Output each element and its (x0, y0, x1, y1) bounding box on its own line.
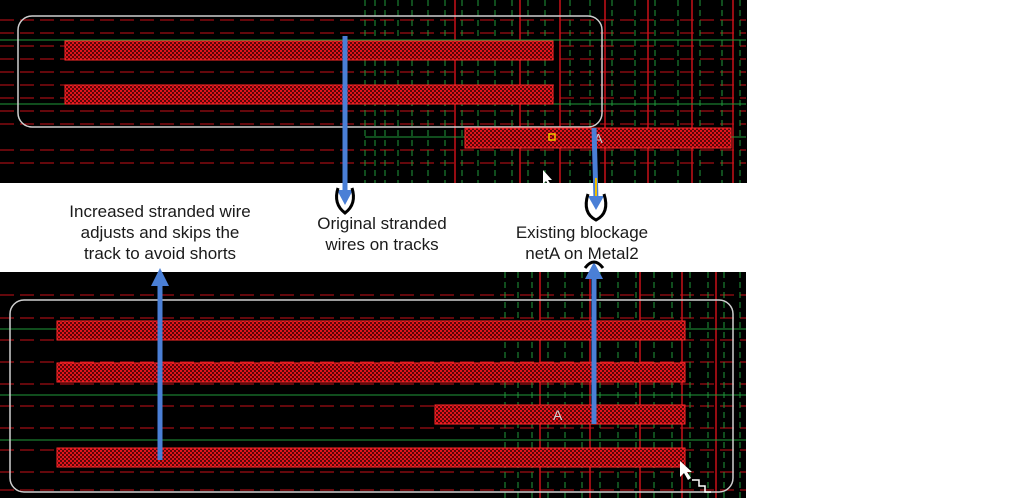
top-blockage-net-a (464, 127, 732, 149)
arrow-original-stranded (335, 36, 355, 215)
bottom-pin-label: A (553, 407, 563, 423)
bottom-selection-outline (9, 299, 734, 493)
annotation-increased-stranded-wire: Increased stranded wire adjusts and skip… (69, 202, 251, 263)
top-stranded-wire-2 (64, 84, 554, 105)
arrow-existing-blockage-top (584, 127, 608, 222)
bottom-stranded-wire-1 (56, 320, 686, 341)
bottom-stranded-wire-2 (56, 362, 686, 383)
bottom-stair-icon (692, 479, 711, 493)
top-pin-label: A (594, 131, 603, 146)
top-cursor-icon (543, 170, 552, 186)
annotation-original-stranded-wires: Original stranded wires on tracks (317, 214, 447, 254)
annotation-existing-blockage: Existing blockage netA on Metal2 (515, 223, 649, 263)
top-layout-panel: A (0, 0, 746, 186)
top-yellow-marker (548, 133, 556, 141)
bottom-layout-panel: A (0, 272, 746, 498)
top-stranded-wire-1 (64, 40, 554, 61)
arrow-existing-blockage-bottom (583, 260, 605, 424)
bottom-stranded-wire-3 (56, 447, 686, 468)
top-selection-outline (17, 15, 603, 128)
bottom-cursor-icon (680, 461, 692, 480)
arrow-increased-stranded (151, 268, 169, 460)
bottom-blockage-net-a (434, 404, 686, 425)
